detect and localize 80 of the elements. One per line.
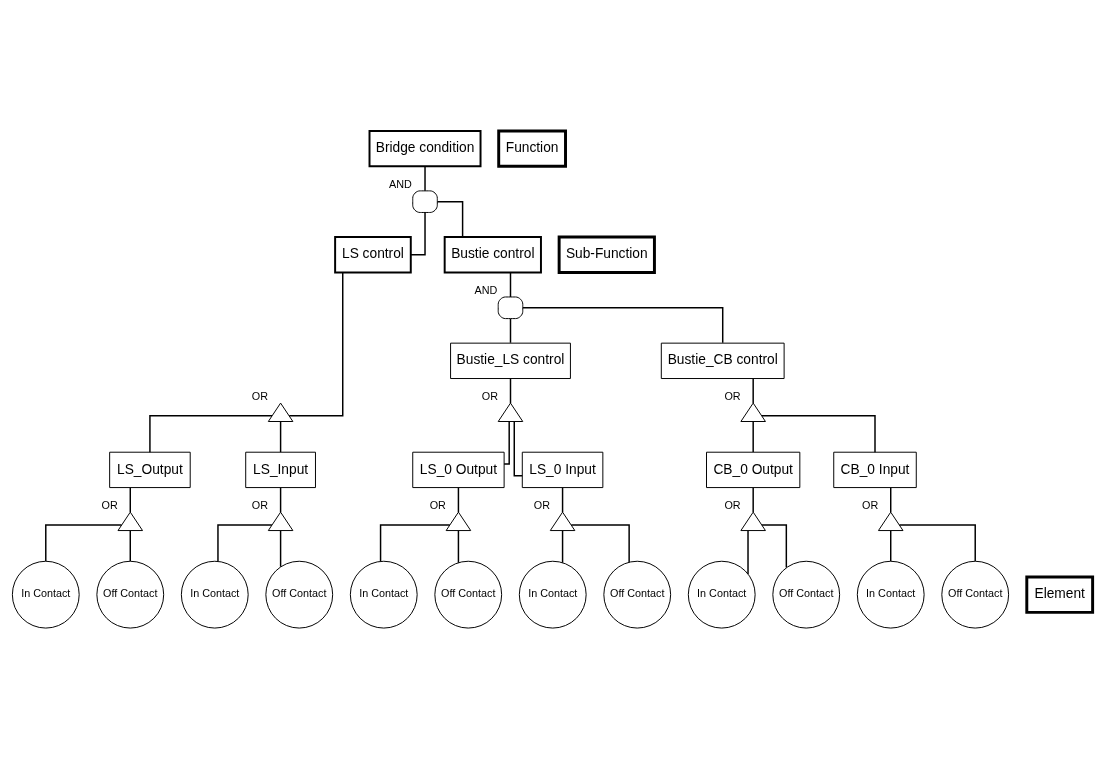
node-box: LS_Input xyxy=(245,451,316,488)
node-label: OR xyxy=(251,389,269,402)
node-circle: In Contact xyxy=(518,560,587,629)
connector xyxy=(761,414,876,453)
connector xyxy=(457,486,460,513)
connector xyxy=(457,529,460,563)
connector xyxy=(279,420,282,453)
node-gate xyxy=(549,511,576,531)
connector xyxy=(279,529,282,567)
node-box: LS_0 Output xyxy=(412,451,505,488)
node-box: CB_0 Output xyxy=(706,451,801,488)
node-gate xyxy=(117,511,144,531)
node-circle: Off Contact xyxy=(603,560,672,629)
connector xyxy=(761,523,788,568)
connector xyxy=(747,529,749,575)
node-box: Bustie control xyxy=(443,235,542,273)
node-box: Function xyxy=(497,128,567,168)
connector xyxy=(752,486,754,513)
node-box: LS_Output xyxy=(109,451,191,488)
connector xyxy=(129,486,131,513)
node-box: Bustie_LS control xyxy=(450,342,571,379)
connector xyxy=(379,523,451,562)
node-gate xyxy=(740,511,766,531)
connector xyxy=(279,486,282,513)
connector xyxy=(217,523,273,562)
node-circle: Off Contact xyxy=(96,560,165,629)
connector xyxy=(288,271,344,417)
node-label: OR xyxy=(861,498,879,511)
node-circle: Off Contact xyxy=(772,560,841,629)
connector xyxy=(45,523,123,562)
node-gate xyxy=(445,511,472,531)
connector xyxy=(890,486,892,513)
node-circle: Off Contact xyxy=(265,560,334,629)
node-gate xyxy=(740,402,766,422)
node-label: OR xyxy=(481,389,498,402)
node-circle: In Contact xyxy=(687,560,756,629)
connector xyxy=(424,165,426,192)
connector xyxy=(509,271,512,298)
connector xyxy=(513,420,523,476)
node-gate xyxy=(267,511,294,531)
node-label: OR xyxy=(533,498,551,511)
node-box: CB_0 Input xyxy=(833,451,917,488)
node-circle: In Contact xyxy=(856,560,925,629)
connector xyxy=(436,200,464,237)
node-gate xyxy=(412,189,438,213)
node-circle: Off Contact xyxy=(434,560,503,629)
node-label: OR xyxy=(429,498,446,511)
node-circle: Off Contact xyxy=(941,560,1010,629)
node-gate xyxy=(267,402,294,422)
node-gate xyxy=(877,511,904,531)
node-box: LS_0 Input xyxy=(521,451,604,488)
connector xyxy=(898,523,976,562)
connector xyxy=(503,420,510,465)
node-box: Bridge condition xyxy=(368,129,482,167)
node-box: Bustie_CB control xyxy=(660,342,785,379)
node-label: OR xyxy=(101,498,118,511)
connector xyxy=(561,486,564,513)
connector xyxy=(752,420,754,453)
node-box: Element xyxy=(1025,575,1095,614)
connector xyxy=(890,529,892,562)
node-label: OR xyxy=(251,498,269,511)
node-box: Sub-Function xyxy=(557,235,656,274)
connector xyxy=(509,317,512,343)
node-circle: In Contact xyxy=(180,560,249,629)
node-label: AND xyxy=(389,177,412,190)
connector xyxy=(752,377,754,404)
connector xyxy=(570,523,630,563)
node-box: LS control xyxy=(334,235,412,273)
node-label: OR xyxy=(724,389,741,402)
node-label: OR xyxy=(724,498,741,511)
connector xyxy=(522,306,724,344)
node-gate xyxy=(497,402,524,422)
node-label: AND xyxy=(474,283,498,296)
connector xyxy=(561,529,564,563)
connector xyxy=(149,414,273,453)
connector xyxy=(129,529,131,562)
node-gate xyxy=(497,296,524,319)
connector xyxy=(509,377,512,404)
node-circle: In Contact xyxy=(11,560,80,629)
node-circle: In Contact xyxy=(349,560,418,629)
